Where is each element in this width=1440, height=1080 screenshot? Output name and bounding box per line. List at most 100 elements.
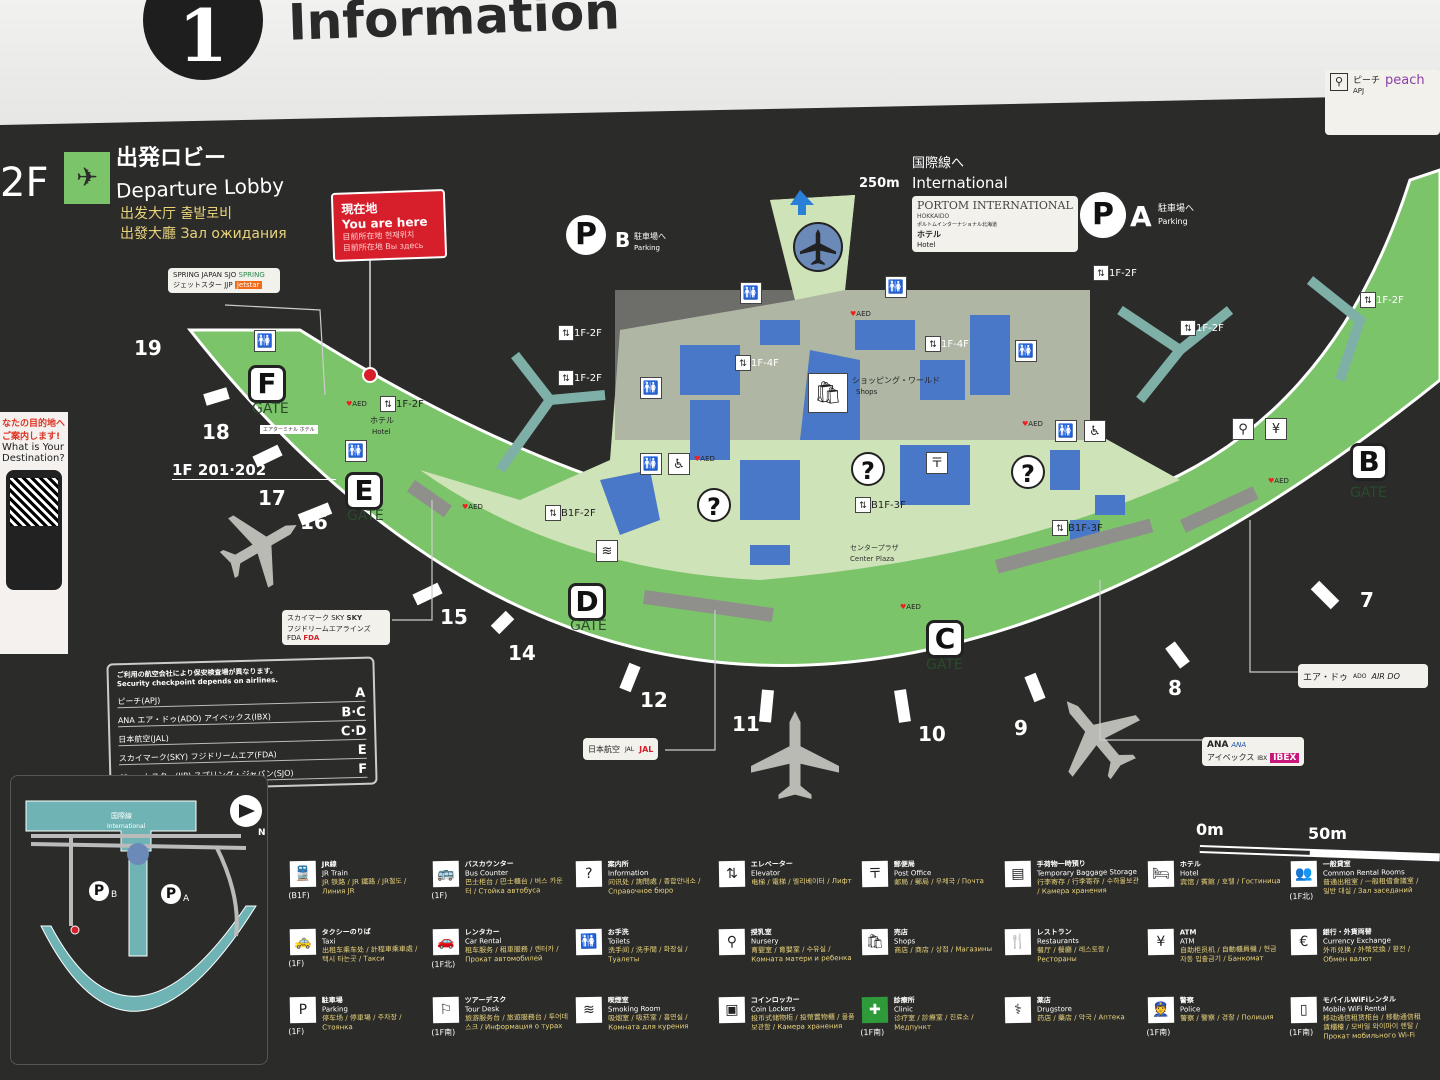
jal-ja: 日本航空 (588, 744, 620, 754)
gate-number: 9 (1014, 716, 1028, 740)
elevator-icon: ⇅ (855, 497, 871, 513)
elevator-icon: ⇅ (1093, 265, 1109, 281)
legend-ja: ツアーデスク (464, 995, 507, 1005)
gate-e-marker[interactable]: E (345, 472, 383, 510)
hotel-portom-tag[interactable]: PORTOM INTERNATIONAL HOKKAIDO ポルトムインターナシ… (912, 196, 1078, 252)
aed-label: ♥AED (462, 503, 483, 511)
legend-en: Mobile WiFi Rental (1322, 1004, 1387, 1014)
hotel-brand-sub: HOKKAIDO (917, 213, 950, 220)
aed-text: AED (906, 603, 921, 611)
legend-floor: (1F) (431, 890, 448, 901)
legend-en: Drugstore (1036, 1005, 1072, 1014)
elevator-1f-2f[interactable]: ⇅1F-2F (1360, 292, 1404, 308)
information-icon[interactable]: ? (851, 452, 885, 486)
airplane-glyph (800, 229, 836, 265)
elevator-b1f-3f[interactable]: ⇅B1F-3F (855, 497, 906, 513)
legend-multilang: 问讯处 / 詢問處 / 종합안내소 / Справочное бюро (608, 877, 701, 896)
legend-ja: お手洗 (607, 928, 629, 937)
airdo-code: ADO (1353, 672, 1367, 680)
legend-ja: レストラン (1036, 928, 1072, 937)
airdo-ja: エア・ドゥ (1303, 672, 1349, 683)
airline-tag-skymark-fda[interactable]: スカイマーク SKY SKY フジドリームエアラインズ FDA FDA (282, 610, 390, 645)
elevator-1f-4f[interactable]: ⇅1F-4F (925, 336, 969, 352)
gate-f-word: GATE (252, 401, 289, 417)
skymark-ja: スカイマーク (287, 614, 329, 622)
elevator-icon: ⇅ (380, 396, 396, 412)
locker-icon: ▣ (718, 996, 746, 1024)
information-icon[interactable]: ? (697, 488, 731, 522)
gate-d-word: GATE (570, 618, 607, 634)
floor-label: 2F (0, 160, 49, 206)
fda-logo: FDA (303, 634, 320, 642)
airplane-silhouette-icon (219, 515, 297, 588)
aed-label: ♥AED (346, 400, 367, 408)
gate-b-marker[interactable]: B (1350, 443, 1388, 481)
elevator-1f-2f[interactable]: ⇅1F-2F (558, 370, 602, 386)
gate-number: 19 (134, 336, 162, 360)
legend-floor: (1F北) (1289, 891, 1314, 902)
qr-code-icon[interactable] (6, 470, 62, 590)
aed-label: ♥AED (850, 310, 871, 318)
airline-tag-ana-ibex[interactable]: ANA ANA アイベックス IBX IBEX (1202, 737, 1305, 766)
elevator-1f-4f[interactable]: ⇅1F-4F (735, 355, 779, 371)
plaza-label-en: Center Plaza (850, 555, 895, 563)
legend-en: Police (1179, 1005, 1201, 1014)
legend-ja: 手荷物一時預り (1036, 859, 1086, 869)
airline-tag-spring-jetstar[interactable]: SPRING JAPAN SJO SPRING ジェットスター JJP Jets… (168, 268, 280, 293)
aed-label: ♥AED (1022, 420, 1043, 428)
ibex-ja: アイベックス (1207, 753, 1255, 762)
legend-en: Coin Lockers (750, 1004, 796, 1014)
atm-icon[interactable]: ¥ (1265, 418, 1287, 440)
atm-icon: ¥ (1147, 928, 1175, 956)
legend-floor: (1F南) (860, 1027, 885, 1038)
security-airlines: ピーチ(APJ) (117, 696, 161, 707)
elevator-b1f-3f[interactable]: ⇅B1F-3F (1052, 520, 1103, 536)
up-arrow-icon (790, 190, 814, 215)
hotel-label-ja: ホテル (370, 416, 394, 425)
inset-pb: B (111, 890, 118, 900)
gate-d-marker[interactable]: D (568, 583, 606, 621)
legend-ja: モバイルWiFiレンタル (1322, 995, 1397, 1005)
inset-domestic-terminal (40, 905, 257, 1012)
gate-c-marker[interactable]: C (926, 620, 964, 658)
floor-link-label: 1F-2F (396, 399, 424, 410)
heart-icon: ♥ (1268, 477, 1275, 485)
train-icon: 🚆 (289, 860, 317, 888)
aed-text: AED (352, 400, 367, 408)
ibex-code: IBX (1257, 755, 1268, 762)
elevator-b1f-2f[interactable]: ⇅B1F-2F (545, 505, 596, 521)
security-gate: C·D (340, 723, 367, 740)
elevator-1f-2f[interactable]: ⇅1F-2F (1093, 265, 1137, 281)
inset-pa: A (183, 894, 190, 904)
fda-ja: フジドリームエアラインズ (287, 625, 371, 633)
legend-ja: 一般貸室 (1322, 860, 1351, 869)
checkin-icon: ⚲ (1330, 73, 1348, 91)
aed-label: ♥AED (900, 603, 921, 611)
legend-en: ATM (1179, 937, 1195, 946)
shops-label-en: Shops (856, 388, 878, 396)
information-icon[interactable]: ? (1011, 455, 1045, 489)
legend-multilang: 外币兑换 / 外幣兌換 / 환전 / Обмен валют (1323, 945, 1411, 964)
legend-floor: (1F) (288, 1026, 305, 1037)
gate-f-marker[interactable]: F (248, 365, 286, 403)
legend-en: Elevator (750, 869, 781, 878)
legend-multilang: 邮局 / 郵局 / 우체국 / Почта (894, 877, 985, 887)
clinic-icon: ✚ (861, 996, 889, 1024)
elevator-1f-2f[interactable]: ⇅1F-2F (558, 325, 602, 341)
jetstar-logo: Jetstar (234, 281, 262, 289)
inset-location-pin-icon (70, 925, 80, 935)
legend-multilang: 自助柜员机 / 自動櫃員機 / 현금 자동 입출금기 / Банкомат (1180, 944, 1277, 964)
elevator-1f-2f[interactable]: ⇅1F-2F (380, 396, 424, 412)
floor-link-label: B1F-2F (561, 508, 596, 519)
elevator-1f-2f[interactable]: ⇅1F-2F (1180, 320, 1224, 336)
jal-code: JAL (625, 745, 635, 753)
police-icon: 👮 (1147, 996, 1175, 1024)
